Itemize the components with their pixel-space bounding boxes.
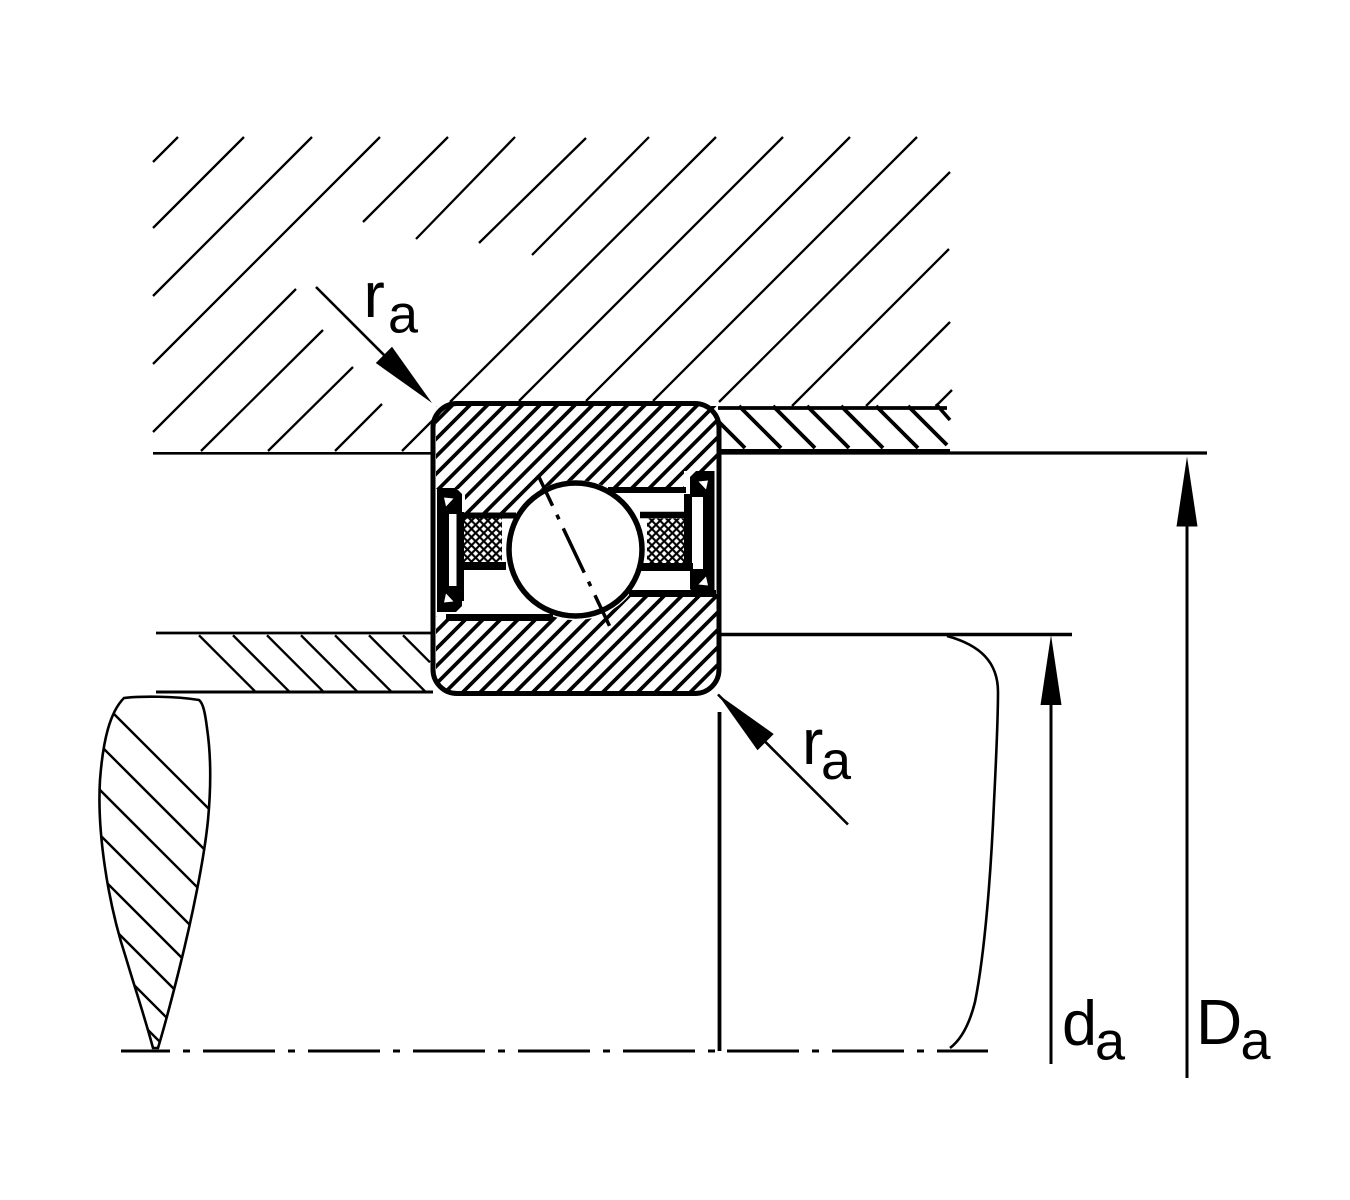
svg-text:a: a [821, 731, 852, 791]
svg-text:r: r [364, 259, 385, 331]
svg-text:d: d [1062, 989, 1097, 1059]
svg-text:r: r [802, 706, 823, 778]
svg-text:a: a [388, 285, 419, 345]
svg-text:a: a [1095, 1012, 1126, 1072]
svg-text:a: a [1241, 1011, 1272, 1071]
svg-text:D: D [1196, 986, 1242, 1058]
